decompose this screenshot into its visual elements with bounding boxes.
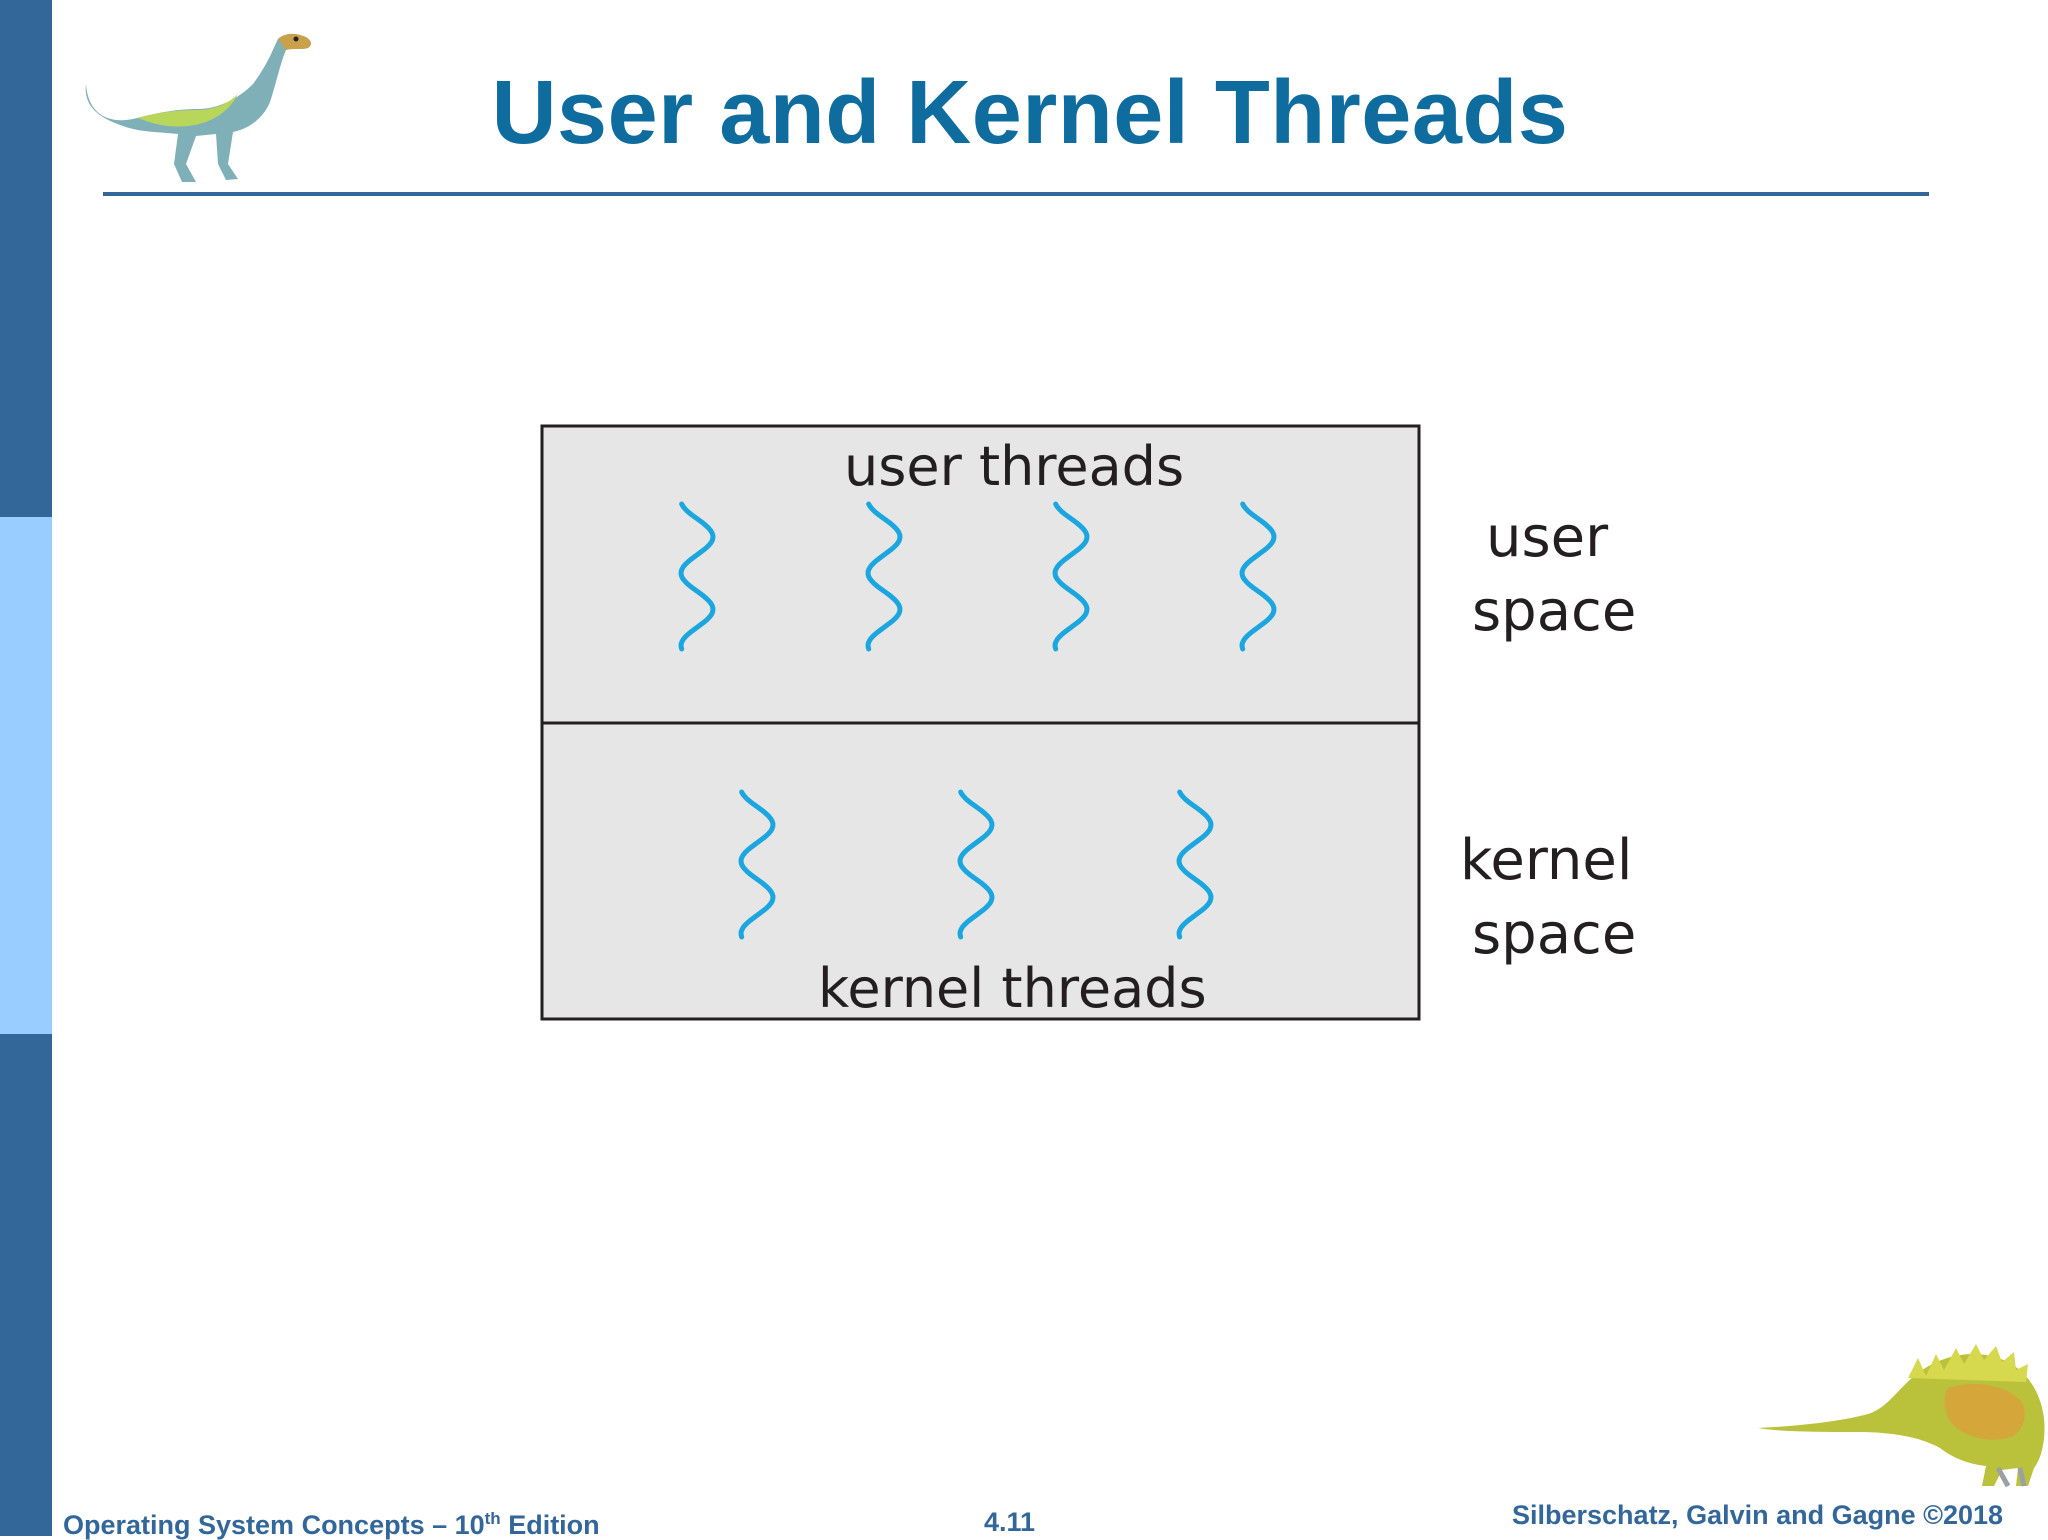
wavy-thread-icon [865,501,903,652]
sidebar-band-top [0,0,52,517]
user-threads-label: user threads [844,435,1185,498]
wavy-thread-icon [1052,501,1090,652]
footer-course-sup: th [484,1509,501,1528]
title-divider [103,192,1929,196]
kernel-threads-label: kernel threads [818,957,1207,1020]
footer-page-number: 4.11 [984,1507,1036,1537]
footer-course-text: Operating System Concepts – 10 [63,1510,485,1540]
wavy-thread-icon [738,789,776,940]
footer-copyright: Silberschatz, Galvin and Gagne ©2018 [1512,1500,2004,1530]
kernel-space-label-line1: kernel [1460,828,1633,893]
footer-course-suffix: Edition [500,1510,600,1540]
footer-course-title: Operating System Concepts – 10th Edition [63,1510,600,1539]
user-space-label-line1: user [1486,505,1609,570]
sidebar-band-middle [0,517,52,1034]
kernel-space-label-line2: space [1472,902,1637,967]
wavy-thread-icon [1239,501,1277,652]
kernel-threads-group [738,789,1214,940]
user-space-box [540,424,1421,725]
user-threads-group [678,501,1277,652]
wavy-thread-icon [1176,789,1214,940]
user-space-label-line2: space [1472,579,1637,644]
stegosaurus-icon [1758,1344,2045,1488]
wavy-thread-icon [957,789,995,940]
slide-title: User and Kernel Threads [491,63,1569,163]
dinosaur-icon [85,33,311,183]
kernel-space-box [540,721,1421,1021]
left-sidebar-stripe [0,0,52,1536]
sidebar-band-bottom [0,1034,52,1536]
wavy-thread-icon [678,501,716,652]
